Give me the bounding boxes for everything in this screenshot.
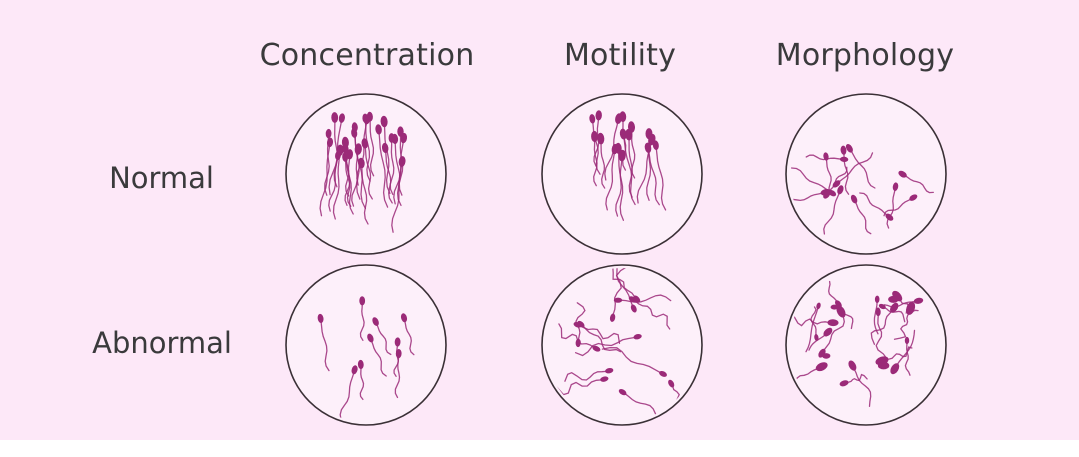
sperm-head bbox=[831, 305, 839, 310]
sparse-sperm-sample-icon bbox=[286, 265, 446, 425]
microscope-field bbox=[286, 265, 446, 425]
sperm-head bbox=[878, 362, 889, 370]
malformed-sperm-sample-icon bbox=[783, 265, 946, 425]
bottom-strip bbox=[0, 440, 1079, 457]
microscope-field bbox=[542, 265, 702, 425]
chaotic-sperm-sample-icon bbox=[542, 255, 702, 426]
sperm-head bbox=[822, 353, 830, 359]
forward-moving-sperm-sample-icon bbox=[542, 94, 702, 254]
well-formed-sperm-sample-icon bbox=[785, 94, 946, 254]
sperm-head bbox=[888, 296, 899, 303]
dense-sperm-sample-icon bbox=[286, 94, 446, 254]
microscope-field bbox=[786, 265, 946, 425]
